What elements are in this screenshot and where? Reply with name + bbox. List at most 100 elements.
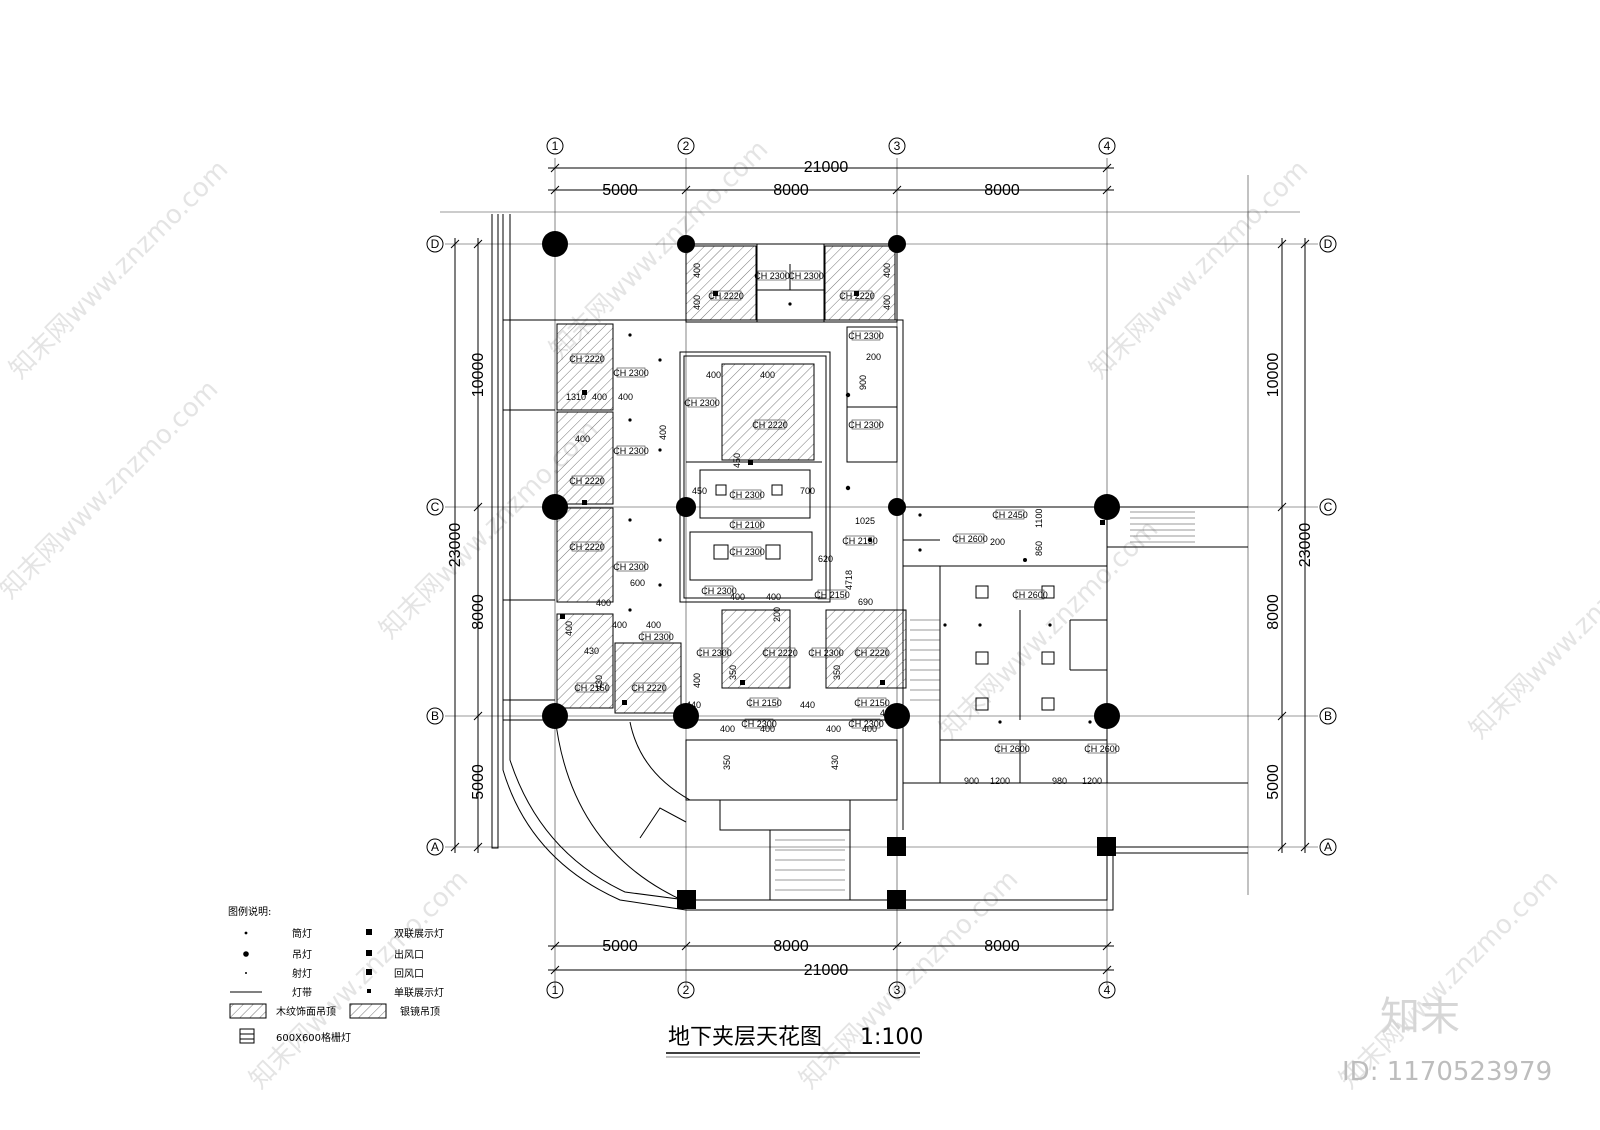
svg-text:400: 400 <box>596 598 611 608</box>
svg-text:200: 200 <box>866 352 881 362</box>
svg-text:CH 2300: CH 2300 <box>701 586 737 596</box>
single-display-light-icon <box>367 989 371 993</box>
room-tag: CH 2100 <box>729 519 765 530</box>
dim-left-seg-3: 5000 <box>470 764 487 800</box>
room-tag: CH 2300 <box>729 546 765 557</box>
room-tag: CH 2300 <box>808 647 844 658</box>
axis-bubble-col-2-bottom: 2 <box>677 981 695 999</box>
svg-text:CH 2150: CH 2150 <box>574 683 610 693</box>
svg-text:1025: 1025 <box>855 516 875 526</box>
room-tag: CH 2450 <box>992 509 1028 520</box>
svg-text:430: 430 <box>594 675 604 690</box>
svg-text:CH 2150: CH 2150 <box>842 536 878 546</box>
svg-text:CH 2300: CH 2300 <box>613 368 649 378</box>
axis-bubble-row-B: B <box>426 707 444 725</box>
svg-text:CH 2220: CH 2220 <box>569 476 605 486</box>
svg-text:A: A <box>431 840 439 854</box>
svg-text:1200: 1200 <box>990 776 1010 786</box>
structural-columns <box>542 231 1120 909</box>
svg-text:450: 450 <box>732 453 742 468</box>
drawing-scale: 1:100 <box>860 1025 923 1050</box>
axis-bubble-row-C-right: C <box>1319 498 1337 516</box>
room-tag: CH 2220 <box>854 647 890 658</box>
room-tag: CH 2300 <box>848 718 884 729</box>
svg-text:CH 2600: CH 2600 <box>1012 590 1048 600</box>
axis-bubble-row-D-right: D <box>1319 235 1337 253</box>
air-outlet-icon <box>366 950 372 956</box>
svg-text:400: 400 <box>862 724 877 734</box>
room-tag: CH 2300 <box>613 561 649 572</box>
svg-text:400: 400 <box>612 620 627 630</box>
dim-right-total: 23000 <box>1297 523 1314 568</box>
svg-text:CH 2150: CH 2150 <box>814 590 850 600</box>
svg-text:400: 400 <box>882 295 892 310</box>
dim-right-seg-1: 10000 <box>1265 353 1282 398</box>
wood-grain-ceiling-icon <box>229 1003 267 1019</box>
svg-text:400: 400 <box>882 263 892 278</box>
svg-text:600: 600 <box>630 578 645 588</box>
axis-bubble-row-D: D <box>426 235 444 253</box>
svg-text:400: 400 <box>618 392 633 402</box>
dim-top-seg-3: 8000 <box>984 182 1020 199</box>
svg-text:350: 350 <box>722 755 732 770</box>
return-air-icon <box>366 969 372 975</box>
room-tag: CH 2300 <box>701 585 737 596</box>
svg-text:400: 400 <box>575 434 590 444</box>
dim-right-seg-3: 5000 <box>1265 764 1282 800</box>
axis-bubble-col-2: 2 <box>677 137 695 155</box>
legend-label: 600X600格栅灯 <box>276 1031 351 1044</box>
dimension-lines: 21000 5000 8000 8000 5000 8000 8000 2100… <box>447 159 1314 979</box>
svg-text:CH 2300: CH 2300 <box>788 271 824 281</box>
svg-text:CH 2220: CH 2220 <box>708 291 744 301</box>
stair-east <box>1130 511 1195 543</box>
svg-text:860: 860 <box>1034 541 1044 556</box>
legend: 图例说明: 筒灯 吊灯 射灯 灯带 双联展示灯 出风口 回风口 单联展示灯 木纹… <box>228 905 444 1044</box>
svg-text:CH 2220: CH 2220 <box>854 648 890 658</box>
svg-text:1100: 1100 <box>1034 509 1044 528</box>
svg-text:900: 900 <box>964 776 979 786</box>
inner-dimensions: 400 400 400 400 1310 400 400 400 400 400… <box>564 263 1102 786</box>
legend-label: 木纹饰面吊顶 <box>276 1005 336 1018</box>
watermark-text: 知末网www.znzmo.com <box>4 154 235 385</box>
svg-text:3: 3 <box>894 139 901 153</box>
svg-text:CH 2300: CH 2300 <box>848 331 884 341</box>
room-tag: CH 2600 <box>1012 589 1048 600</box>
legend-label: 筒灯 <box>292 927 312 940</box>
legend-label: 射灯 <box>292 968 312 980</box>
brand-watermark: 知末 ID: 1170523979 <box>1342 994 1552 1087</box>
room-tag: CH 2600 <box>952 533 988 544</box>
axis-bubble-col-3-bottom: 3 <box>888 981 906 999</box>
drawing-title-text: 地下夹层天花图 <box>668 1025 822 1050</box>
svg-text:CH 2300: CH 2300 <box>848 420 884 430</box>
room-tag: CH 2300 <box>848 419 884 430</box>
axis-bubble-col-4-bottom: 4 <box>1098 981 1116 999</box>
svg-text:CH 2300: CH 2300 <box>696 648 732 658</box>
svg-text:400: 400 <box>706 370 721 380</box>
svg-text:CH 2220: CH 2220 <box>752 420 788 430</box>
svg-text:400: 400 <box>592 392 607 402</box>
svg-text:B: B <box>431 709 439 723</box>
svg-text:4: 4 <box>1104 139 1111 153</box>
svg-text:620: 620 <box>818 554 833 564</box>
legend-heading: 图例说明: <box>228 905 271 918</box>
svg-text:CH 2220: CH 2220 <box>569 542 605 552</box>
axis-bubble-row-A: A <box>426 838 444 856</box>
svg-text:400: 400 <box>760 724 775 734</box>
svg-text:450: 450 <box>692 486 707 496</box>
room-tag: CH 2150 <box>814 589 850 600</box>
room-tag: CH 2300 <box>848 330 884 341</box>
grille-light-icon <box>239 1028 255 1044</box>
svg-text:400: 400 <box>692 263 702 278</box>
legend-label: 双联展示灯 <box>394 928 444 940</box>
room-tag: CH 2300 <box>613 367 649 378</box>
grille-lights <box>713 484 1055 711</box>
svg-text:CH 2300: CH 2300 <box>848 719 884 729</box>
room-tag: CH 2220 <box>631 682 667 693</box>
building-walls <box>491 214 1248 911</box>
axis-bubbles: 1 2 3 4 1 2 3 4 D C B A D C B A <box>426 137 1337 999</box>
room-tag: CH 2300 <box>613 445 649 456</box>
light-fixtures <box>560 291 1105 724</box>
svg-text:CH 2300: CH 2300 <box>684 398 720 408</box>
dim-left-total: 23000 <box>447 523 464 568</box>
